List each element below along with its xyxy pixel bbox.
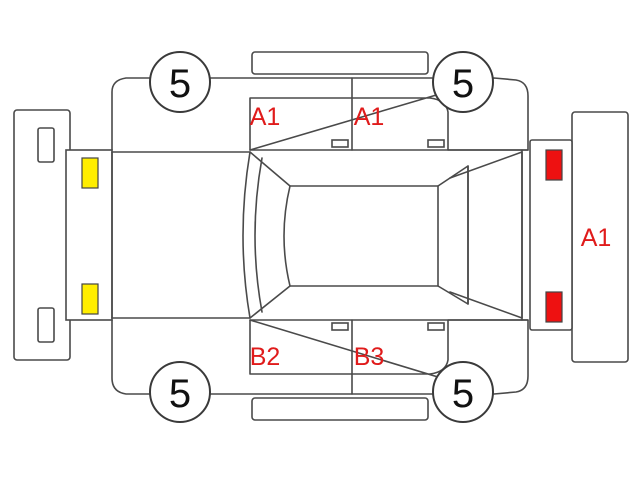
- tire-front-left-grade: 5: [169, 62, 191, 106]
- front-lamp-bottom: [81, 283, 99, 315]
- bottom-door-handle-front: [331, 322, 349, 331]
- top-door-handle-front: [331, 139, 349, 148]
- rear-trunk-panel: [529, 139, 573, 331]
- tire-front-right: 5: [149, 361, 211, 423]
- tire-front-right-grade: 5: [169, 372, 191, 416]
- front-bumper: [13, 109, 71, 361]
- damage-code-rear-panel: A1: [581, 224, 612, 252]
- tire-rear-left: 5: [432, 51, 494, 113]
- damage-code-rear-door-right: B3: [354, 343, 385, 371]
- rear-lamp-top: [545, 149, 563, 181]
- bottom-sill-strip: [251, 397, 429, 421]
- top-side-body: [111, 77, 529, 151]
- tire-rear-right: 5: [432, 361, 494, 423]
- top-sill-strip: [251, 51, 429, 75]
- tire-rear-right-grade: 5: [452, 372, 474, 416]
- damage-code-front-door-right: B2: [250, 343, 281, 371]
- top-door-handle-rear: [427, 139, 445, 148]
- damage-code-front-door-left: A1: [250, 103, 281, 131]
- tire-front-left: 5: [149, 51, 211, 113]
- rear-lamp-bottom: [545, 291, 563, 323]
- bottom-side-body: [111, 319, 529, 395]
- tire-rear-left-grade: 5: [452, 62, 474, 106]
- cabin-roof: [249, 149, 523, 321]
- damage-code-rear-door-left: A1: [354, 103, 385, 131]
- front-lamp-top: [81, 157, 99, 189]
- bottom-door-handle-rear: [427, 322, 445, 331]
